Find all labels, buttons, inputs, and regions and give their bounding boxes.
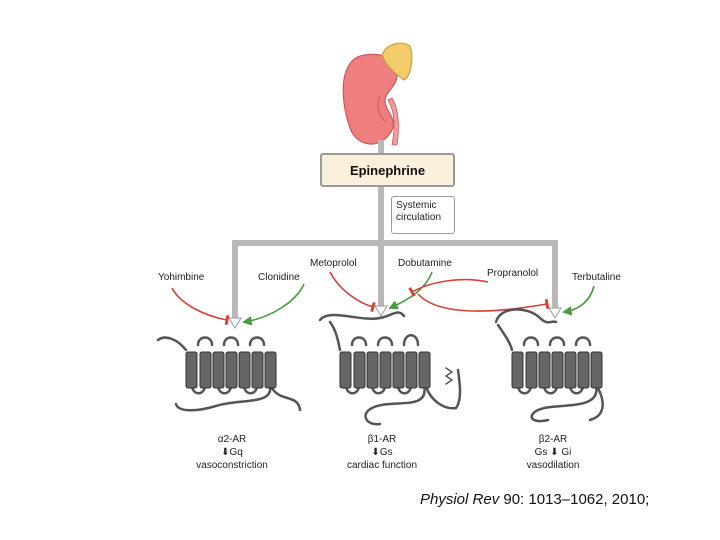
citation-details: 90: 1013–1062, 2010; <box>499 491 650 508</box>
receptor-caption-beta1: β1-AR ⬇Gs cardiac function <box>347 434 417 471</box>
yohimbine-inhibition-arrow <box>171 287 230 325</box>
propranolol-inhibition-arrow-b1 <box>408 278 489 297</box>
citation: Physiol Rev 90: 1013–1062, 2010; <box>420 491 649 508</box>
dobutamine-activation-arrow <box>388 271 433 310</box>
circulation-connector <box>228 140 562 329</box>
drug-label-yohimbine: Yohimbine <box>158 272 205 283</box>
drug-label-dobutamine: Dobutamine <box>398 258 452 269</box>
circulation-line-1: Systemic <box>396 200 437 211</box>
receptor-icon-beta1 <box>318 311 462 426</box>
clonidine-activation-arrow <box>242 283 305 326</box>
receptor-name: α2-AR <box>218 434 247 445</box>
circulation-line-2: circulation <box>396 212 442 223</box>
receptor-effect: cardiac function <box>347 460 417 471</box>
systemic-circulation-box: Systemic circulation <box>391 196 455 234</box>
citation-journal: Physiol Rev <box>420 491 500 508</box>
drug-label-propranolol: Propranolol <box>487 268 538 279</box>
receptor-effect: vasodilation <box>527 460 580 471</box>
epinephrine-box: Epinephrine <box>320 153 455 187</box>
adrenal-gland-icon <box>381 42 413 81</box>
receptor-icon-alpha2 <box>156 336 302 412</box>
kidney-icon <box>342 53 399 146</box>
metoprolol-inhibition-arrow <box>329 271 376 313</box>
epinephrine-label: Epinephrine <box>349 162 426 178</box>
receptor-signal: ⬇Gq <box>221 447 243 458</box>
receptor-caption-beta2: β2-AR Gs ⬇ Gi vasodilation <box>527 434 580 471</box>
drug-label-terbutaline: Terbutaline <box>572 272 621 283</box>
receptor-effect: vasoconstriction <box>196 460 268 471</box>
drug-label-metoprolol: Metoprolol <box>310 258 357 269</box>
receptor-name: β2-AR <box>539 434 568 445</box>
terbutaline-activation-arrow <box>562 285 595 316</box>
receptor-signal: ⬇Gs <box>371 447 392 458</box>
receptor-signal: Gs ⬇ Gi <box>535 447 572 458</box>
propranolol-inhibition-arrow-b2 <box>417 293 550 312</box>
drug-label-clonidine: Clonidine <box>258 272 300 283</box>
receptor-icon-beta2 <box>494 308 604 423</box>
receptor-name: β1-AR <box>368 434 397 445</box>
receptor-caption-alpha2: α2-AR ⬇Gq vasoconstriction <box>196 434 268 471</box>
